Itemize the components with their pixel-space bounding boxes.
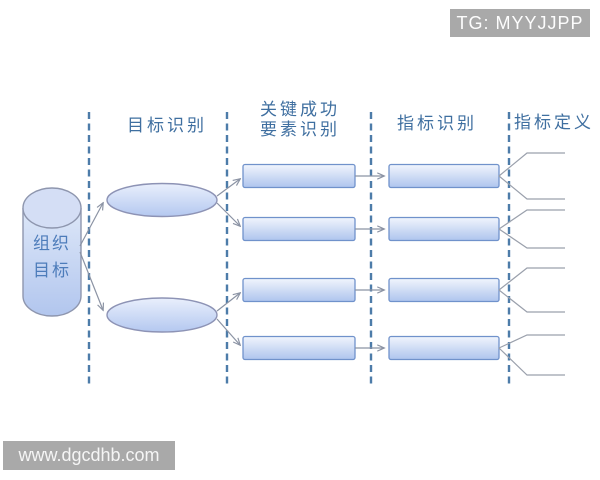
stage-header-text-line2: 要素识别 — [260, 120, 340, 139]
organization-goal-label-line1: 组织 — [33, 234, 71, 253]
stage-header-text: 目标识别 — [127, 116, 207, 135]
stage-header-text: 指标识别 — [397, 114, 477, 133]
indicator-node-1 — [388, 163, 500, 189]
stage-header-indicator-identification: 指标识别 — [387, 114, 487, 134]
connector-arrows — [79, 176, 384, 348]
definition-branch-2a — [498, 209, 565, 230]
goal-node-2 — [106, 297, 218, 333]
definition-branch-3a — [498, 267, 565, 291]
arrow-goal1-to-csf2 — [216, 202, 240, 226]
site-watermark-badge: www.dgcdhb.com — [3, 441, 175, 470]
organization-goal-label: 组织 目标 — [23, 230, 81, 284]
stage-header-goal-identification: 目标识别 — [107, 116, 227, 136]
indicator-node-2 — [388, 216, 500, 242]
stage-header-csf-identification: 关键成功 要素识别 — [250, 100, 350, 140]
arrow-goal1-to-csf1 — [216, 179, 240, 197]
definition-branch-3b — [498, 289, 565, 313]
definition-branch-1a — [498, 152, 565, 177]
csf-node-2 — [242, 216, 356, 242]
definition-branch-1b — [498, 175, 565, 200]
definition-branch-2b — [498, 228, 565, 249]
stage-header-indicator-definition: 指标定义 — [504, 113, 600, 133]
organization-goal-label-line2: 目标 — [33, 261, 71, 280]
organization-goal-cylinder — [22, 187, 82, 317]
indicator-node-4 — [388, 335, 500, 361]
arrow-goal2-to-csf3 — [216, 293, 240, 312]
definition-branch-4b — [498, 347, 565, 376]
telegram-watermark-badge: TG: MYYJJPP — [450, 9, 590, 37]
arrow-cylinder-to-goal1 — [79, 203, 103, 247]
stage-header-text: 指标定义 — [514, 113, 594, 132]
csf-node-1 — [242, 163, 356, 189]
definition-branch-4a — [498, 334, 565, 349]
indicator-nodes — [388, 163, 500, 361]
csf-nodes — [242, 163, 356, 361]
stage-dividers — [87, 112, 511, 388]
arrow-cylinder-to-goal2 — [79, 251, 103, 310]
stage-header-text-line1: 关键成功 — [260, 100, 340, 119]
definition-branches — [498, 152, 565, 376]
indicator-node-3 — [388, 277, 500, 303]
csf-node-4 — [242, 335, 356, 361]
csf-node-3 — [242, 277, 356, 303]
goal-node-1 — [106, 182, 218, 218]
arrow-goal2-to-csf4 — [216, 318, 240, 345]
